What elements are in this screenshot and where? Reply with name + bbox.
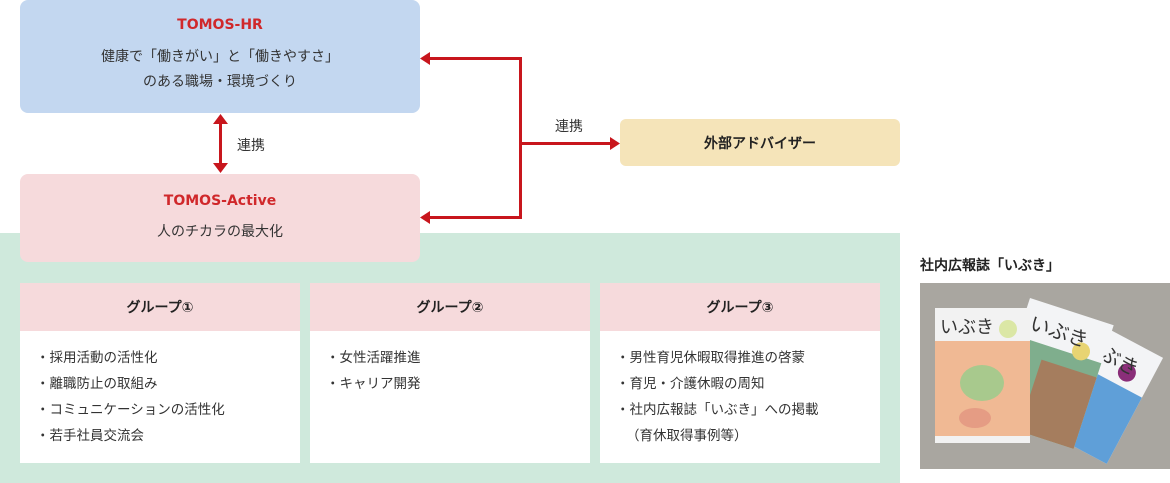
- list-item: ・社内広報誌「いぶき」への掲載: [616, 402, 819, 418]
- group-2-list: ・女性活躍推進 ・キャリア開発: [310, 331, 590, 397]
- arrow-left-head-active: [420, 211, 430, 224]
- group-1-list: ・採用活動の活性化 ・離職防止の取組み ・コミュニケーションの活性化 ・若手社員…: [20, 331, 300, 449]
- tomos-hr-line-2: のある職場・環境づくり: [143, 74, 297, 90]
- arrow-up-head: [213, 114, 228, 124]
- group-card-3: グループ③ ・男性育児休暇取得推進の啓蒙 ・育児・介護休暇の周知 ・社内広報誌「…: [600, 283, 880, 463]
- list-item: （育休取得事例等）: [626, 428, 748, 444]
- magazine-caption: 社内広報誌「いぶき」: [920, 258, 1060, 274]
- group-2-title: グループ②: [310, 283, 590, 331]
- vertical-link-line: [219, 122, 222, 166]
- tomos-active-box: TOMOS-Active 人のチカラの最大化: [20, 174, 420, 262]
- tomos-active-title: TOMOS-Active: [163, 193, 277, 209]
- magazine-cover-1: いぶき: [935, 308, 1030, 443]
- list-item: ・男性育児休暇取得推進の啓蒙: [616, 350, 805, 366]
- bracket-bottom-line: [428, 216, 522, 219]
- group-3-title: グループ③: [600, 283, 880, 331]
- arrow-left-head-hr: [420, 52, 430, 65]
- middle-link-label: 連携: [237, 138, 265, 154]
- tomos-hr-box: TOMOS-HR 健康で「働きがい」と「働きやすさ」 のある職場・環境づくり: [20, 0, 420, 113]
- arrow-down-head: [213, 163, 228, 173]
- magazine-illustration: いぶき いぶき いぶき: [920, 283, 1170, 469]
- list-item: ・若手社員交流会: [36, 428, 144, 444]
- connector-arrows: [213, 52, 620, 224]
- list-item: ・コミュニケーションの活性化: [36, 402, 225, 418]
- group-1-title: グループ①: [20, 283, 300, 331]
- list-item: ・女性活躍推進: [326, 350, 421, 366]
- list-item: ・育児・介護休暇の周知: [616, 376, 765, 392]
- group-card-1: グループ① ・採用活動の活性化 ・離職防止の取組み ・コミュニケーションの活性化…: [20, 283, 300, 463]
- group-card-2: グループ② ・女性活躍推進 ・キャリア開発: [310, 283, 590, 463]
- tomos-hr-title: TOMOS-HR: [177, 17, 263, 33]
- bracket-vertical-line: [519, 57, 522, 219]
- svg-text:いぶき: いぶき: [940, 317, 994, 338]
- tomos-active-line-1: 人のチカラの最大化: [157, 224, 283, 240]
- tomos-hr-line-1: 健康で「働きがい」と「働きやすさ」: [101, 49, 339, 65]
- arrow-right-head-adviser: [610, 137, 620, 150]
- adviser-link-line: [519, 142, 611, 145]
- magazine-photo: いぶき いぶき いぶき: [920, 283, 1170, 469]
- group-3-list: ・男性育児休暇取得推進の啓蒙 ・育児・介護休暇の周知 ・社内広報誌「いぶき」への…: [600, 331, 880, 449]
- list-item: ・離職防止の取組み: [36, 376, 158, 392]
- external-adviser-box: 外部アドバイザー: [620, 119, 900, 166]
- external-link-label: 連携: [555, 119, 583, 135]
- list-item: ・キャリア開発: [326, 376, 421, 392]
- list-item: ・採用活動の活性化: [36, 350, 158, 366]
- bracket-top-line: [428, 57, 522, 60]
